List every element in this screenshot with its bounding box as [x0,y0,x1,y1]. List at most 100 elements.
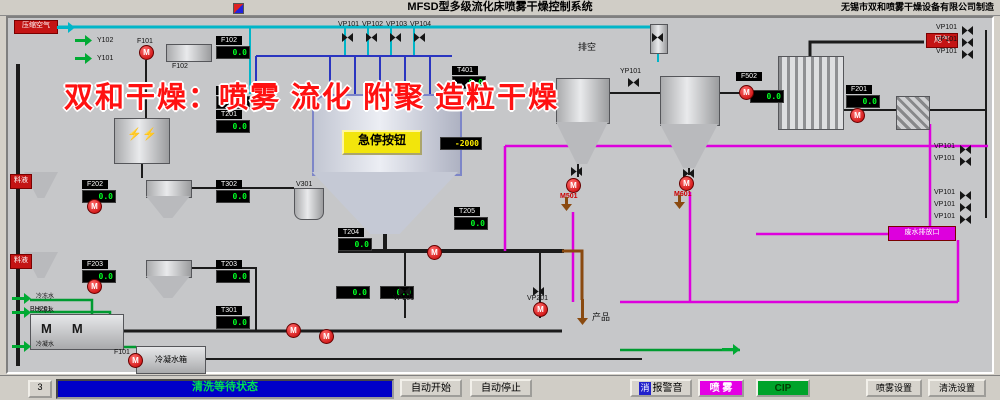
title-bar: MFSD型多级流化床喷雾干燥控制系统 无锡市双和喷雾干燥设备有限公司制造 [0,0,1000,16]
pipe [562,249,584,300]
valve-icon[interactable] [652,33,663,42]
mixer-icon: M [41,321,52,336]
flow-arrow [722,344,740,355]
text-label: VP101 [934,155,956,162]
vessel-v301 [294,188,324,220]
text-label: 冷冻水 [36,294,55,300]
valve-icon[interactable] [962,50,973,59]
spray-button[interactable]: 喷 雾 [698,379,744,397]
instrument-tag: T204 [338,228,364,237]
valve-icon[interactable] [628,78,639,87]
mute-alarm-button[interactable]: 消报警音 [630,379,692,397]
pump-icon[interactable]: M [139,45,154,60]
cyclone-2-body [146,260,192,278]
valve-icon[interactable] [533,287,544,296]
text-label: VP201 [393,295,415,302]
valve-icon[interactable] [960,215,971,224]
pump-icon[interactable]: M [850,108,865,123]
value-display: 0.0 [216,46,250,59]
text-label: 产品 [592,312,611,322]
value-display: 0.0 [216,190,250,203]
condensate-tank-label: 冷凝水箱 [155,355,187,364]
app-icon [233,3,244,14]
cip-button[interactable]: CIP [756,379,810,397]
pump-icon[interactable]: M [87,199,102,214]
text-label: Y101 [97,55,114,62]
pump-icon[interactable]: M [128,353,143,368]
valve-icon[interactable] [399,287,410,296]
value-display: 0.0 [216,270,250,283]
text-label: VP101 [936,48,958,55]
instrument-tag: F102 [216,36,242,45]
text-label: VP101 [934,213,956,220]
instrument-tag: T101 [216,86,242,95]
text-label: 冷凝水 [36,342,55,348]
text-label: BH201 [30,306,52,313]
valve-icon[interactable] [366,33,377,42]
cyclone-1-body [146,180,192,198]
wash-settings-button[interactable]: 清洗设置 [928,379,986,397]
spray-settings-button[interactable]: 喷雾设置 [866,379,922,397]
instrument-tag: T203 [216,260,242,269]
preheater [166,44,212,62]
pump-icon[interactable]: M [87,279,102,294]
instrument-tag: T205 [454,207,480,216]
flow-arrow [75,35,92,46]
text-label: VP102 [362,21,384,28]
text-label: 冷冻水 [36,308,55,314]
instrument-tag: F502 [736,72,762,81]
valve-icon[interactable] [342,33,353,42]
instrument-tag: T301 [216,306,242,315]
pipe [30,298,94,314]
auto-stop-button[interactable]: 自动停止 [470,379,532,397]
mixer-icon: M [71,321,83,336]
cyclone-right-body [660,76,720,126]
condensate-tank: 冷凝水箱 [136,346,206,374]
auto-start-button[interactable]: 自动开始 [400,379,462,397]
manufacturer-label: 无锡市双和喷雾干燥设备有限公司制造 [840,2,994,12]
valve-icon[interactable] [962,38,973,47]
pump-icon[interactable]: M [739,85,754,100]
flow-arrow [75,53,92,64]
cyclone-mid-body [556,78,610,124]
estop-button[interactable]: 急停按钮 [342,130,422,155]
valve-icon[interactable] [960,191,971,200]
flow-arrow [12,341,31,352]
vent-riser [650,24,668,54]
flow-arrow [674,195,685,209]
valve-icon[interactable] [960,145,971,154]
valve-icon[interactable] [683,169,694,178]
value-display: 0.0 [452,76,486,89]
value-display: 0.0 [750,90,784,103]
pump-icon[interactable]: M [319,329,334,344]
value-display: 0.0 [454,217,488,230]
text-label: VP101 [934,189,956,196]
exhaust-filter [896,96,930,130]
tail-gas-label: 尾气 [926,33,958,48]
valve-icon[interactable] [962,26,973,35]
valve-icon[interactable] [960,203,971,212]
valve-icon[interactable] [414,33,425,42]
compressed-air-label: 压缩空气 [14,20,58,34]
pump-icon[interactable]: M [679,176,694,191]
value-display: -2000 [440,137,482,150]
value-display: 0.0 [216,316,250,329]
text-label: M501 [560,193,578,200]
flow-arrow [57,22,75,33]
instrument-tag: F203 [82,260,108,269]
valve-icon[interactable] [571,167,582,176]
value-display: 0.0 [336,286,370,299]
pump-icon[interactable]: M [286,323,301,338]
pipe [30,310,112,314]
text-label: F101 [137,38,153,45]
pump-icon[interactable]: M [427,245,442,260]
pump-icon[interactable]: M [533,302,548,317]
pump-icon[interactable]: M [566,178,581,193]
status-indicator: 3 [28,380,52,398]
valve-icon[interactable] [960,157,971,166]
valve-icon[interactable] [390,33,401,42]
text-label: VP103 [386,21,408,28]
instrument-tag: T401 [452,66,478,75]
value-display: 0.0 [380,286,414,299]
